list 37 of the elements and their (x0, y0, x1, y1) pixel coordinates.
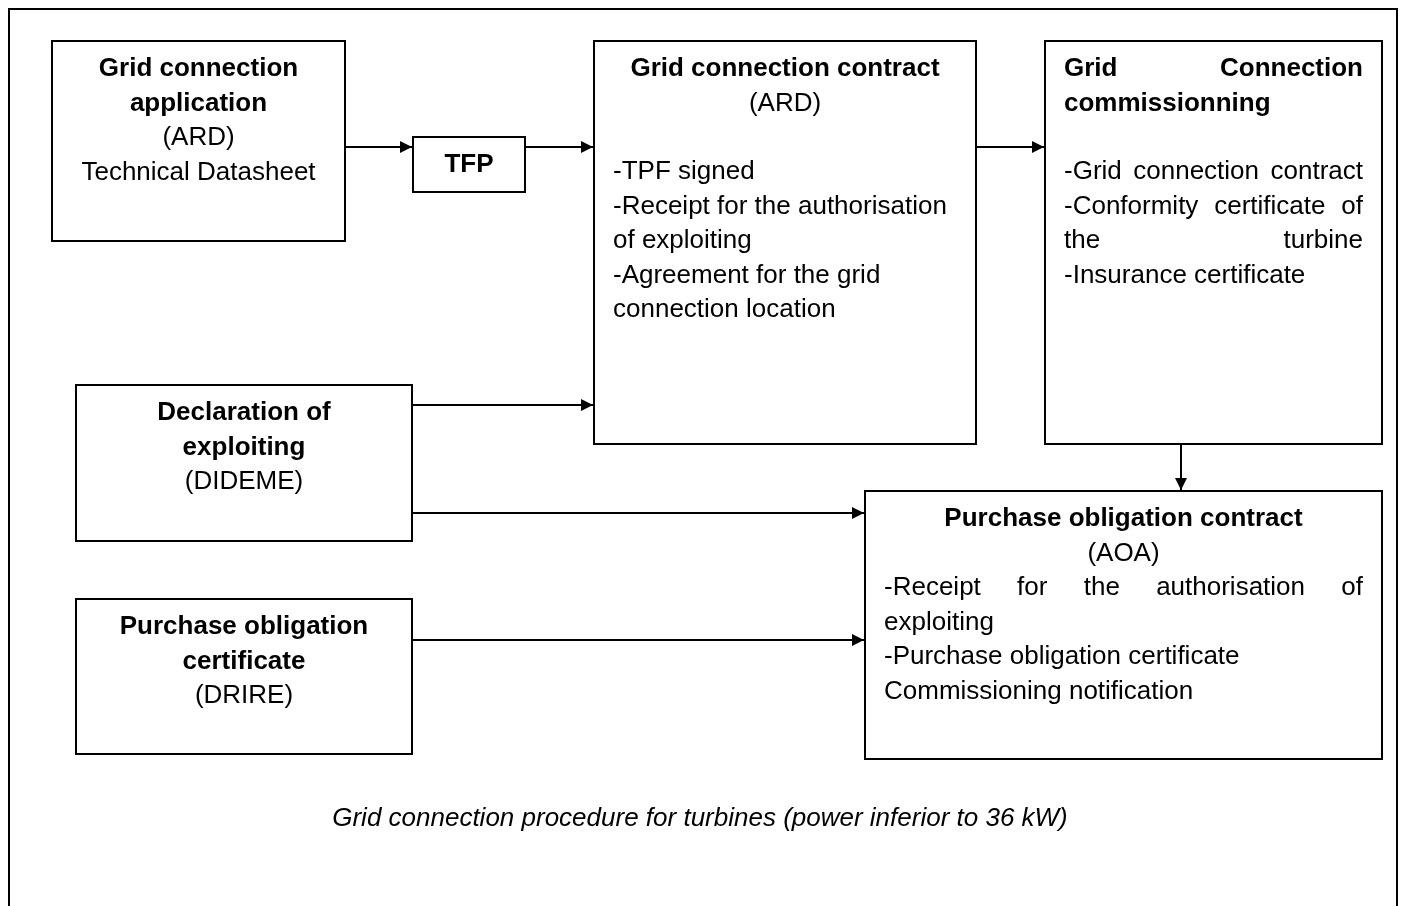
arrow (345, 141, 413, 153)
process-box (75, 598, 413, 755)
process-box (75, 384, 413, 542)
box-heading: Declaration of exploiting (156, 395, 332, 463)
arrow (412, 399, 594, 411)
process-box (1044, 40, 1383, 445)
arrow (525, 141, 594, 153)
box-text: -Insurance certificate (1064, 257, 1307, 291)
process-box (51, 40, 346, 242)
process-box (412, 136, 526, 193)
box-text: -Receipt for the authorisation of exploiting (884, 570, 1363, 638)
box-text: Commissioning notification (884, 673, 1195, 707)
box-text: -Agreement for the grid connection location (613, 257, 882, 325)
box-text: -Receipt for the authorisation of exploiting (613, 188, 948, 256)
box-text: -Conformity certificate of the turbine (1064, 188, 1363, 256)
box-heading: Purchase obligation contract (943, 501, 1304, 534)
caption: Grid connection procedure for turbines (power inferior to 36 kW) (331, 801, 1069, 834)
box-text: (DIDEME) (183, 464, 305, 497)
box-text: (DRIRE) (193, 678, 295, 711)
process-box (864, 490, 1383, 760)
box-label: TFP (443, 147, 495, 180)
arrow (412, 507, 865, 519)
box-heading: Grid Connection commissionning (1064, 51, 1363, 119)
box-heading: Grid connection contract (629, 51, 941, 84)
box-text: (AOA) (1086, 535, 1161, 569)
box-heading: Purchase obligation certificate (118, 609, 370, 677)
box-text: -Purchase obligation certificate (884, 639, 1241, 672)
box-heading: Grid connection application (97, 51, 300, 119)
process-box (593, 40, 977, 445)
arrow (412, 634, 865, 646)
box-text: -TPF signed (613, 154, 756, 187)
box-text: Technical Datasheet (80, 154, 317, 188)
arrow (1175, 444, 1187, 491)
arrow (976, 141, 1045, 153)
box-text: (ARD) (161, 120, 236, 153)
box-text: (ARD) (747, 85, 823, 119)
box-text: -Grid connection contract (1064, 154, 1363, 187)
